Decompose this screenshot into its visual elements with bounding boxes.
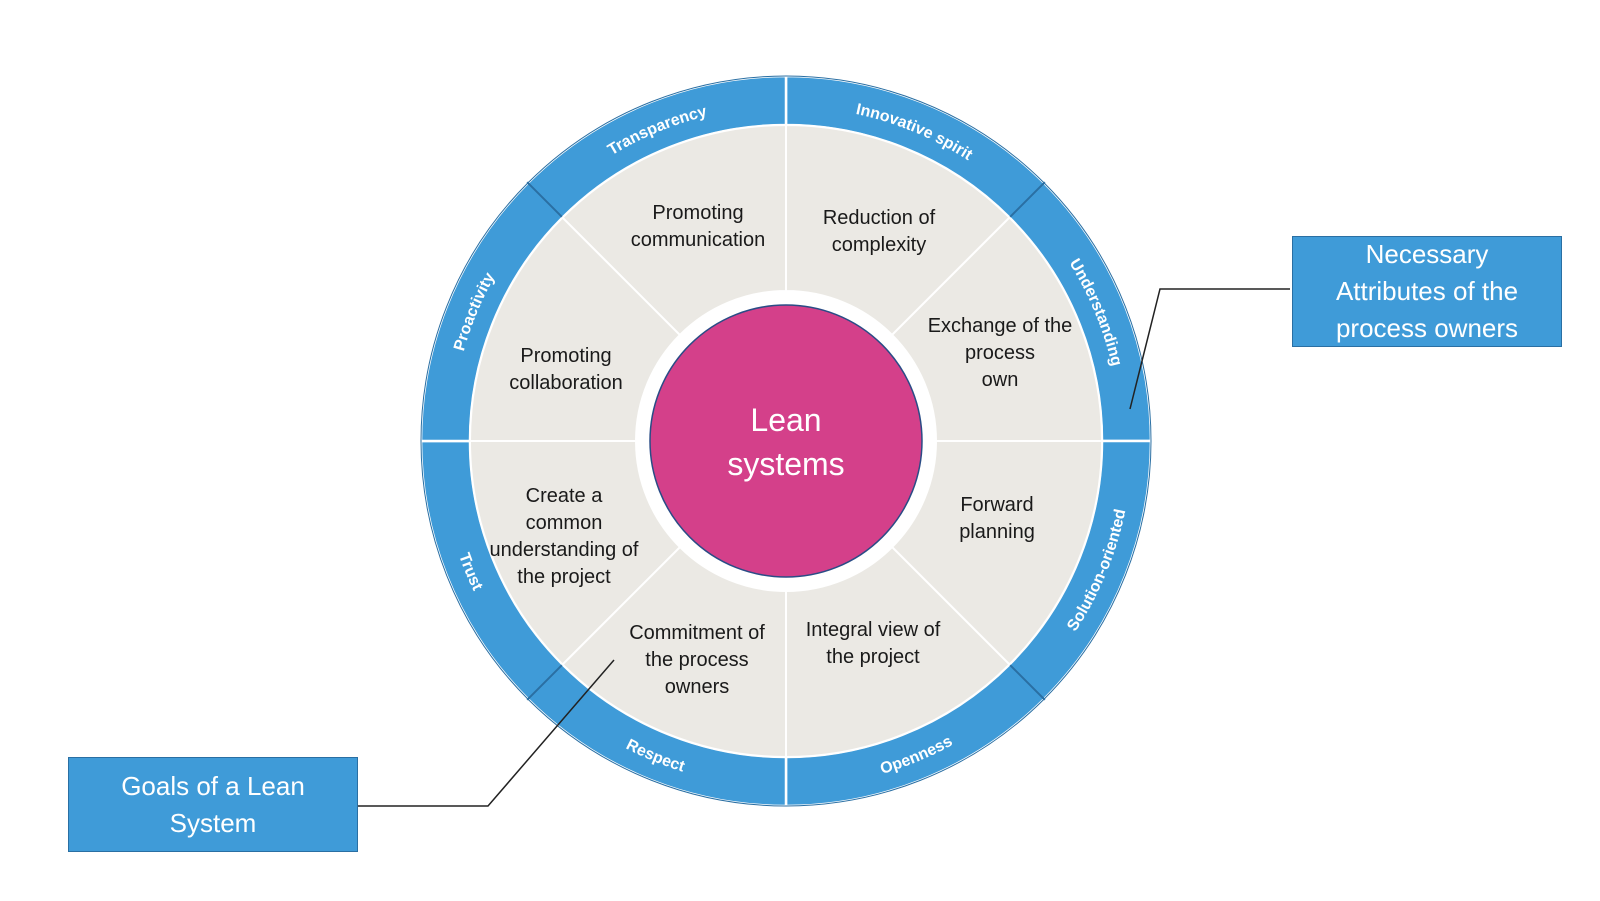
- attributes-leader-line: [1129, 288, 1290, 410]
- outer-ring-divider: [526, 181, 565, 220]
- attributes-callout-label: Necessary Attributes of the process owne…: [1335, 239, 1519, 343]
- outer-ring-divider: [1007, 181, 1046, 220]
- outer-ring-divider: [526, 662, 565, 701]
- goals-callout-label: Goals of a Lean System: [121, 770, 305, 838]
- center-label-line: systems: [727, 446, 844, 482]
- outer-ring-edge: [420, 75, 1152, 807]
- center-label-line: Lean: [750, 402, 821, 438]
- center-circle: [649, 304, 923, 578]
- center-label: Lean systems: [727, 402, 844, 482]
- goals-callout: Goals of a Lean System: [68, 757, 358, 852]
- outer-ring-divider: [1007, 662, 1046, 701]
- goals-leader-line: [357, 659, 615, 807]
- inner-segments: [468, 123, 1104, 759]
- outer-ring: [419, 74, 1153, 808]
- attributes-callout: Necessary Attributes of the process owne…: [1292, 236, 1562, 347]
